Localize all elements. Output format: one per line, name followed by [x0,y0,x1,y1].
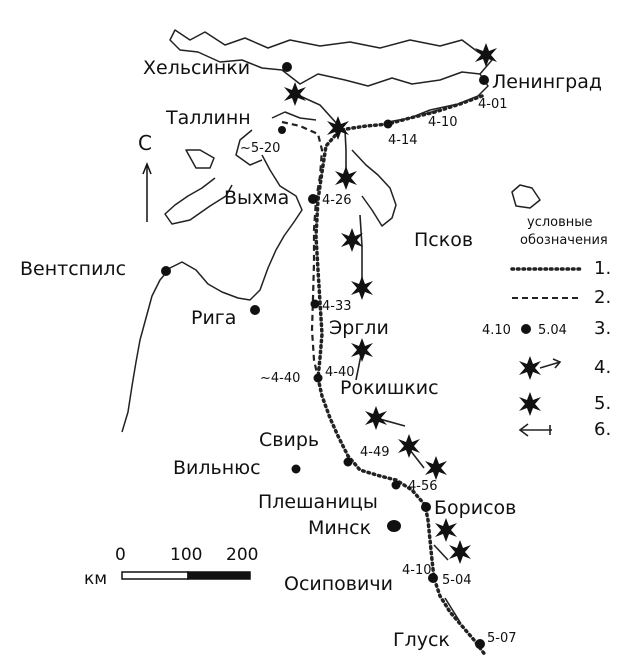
code-4-33: 4-33 [322,299,352,314]
label-svir: Свирь [259,429,319,451]
burst-icon [335,166,357,190]
north-label: С [138,131,152,155]
label-tallinn: Таллинн [165,107,251,129]
city-dots [161,62,489,649]
label-vyhma: Выхма [224,187,289,209]
city-dot-4-14 [383,119,393,129]
legend: условные обозначения 1. 2. 4.10 5.04 3. … [482,215,611,440]
city-dot-glusk [475,639,485,649]
code-4-10-low: 4-10 [402,563,432,578]
legend-num-1: 1. [594,258,611,279]
label-riga: Рига [191,307,236,329]
city-labels: Хельсинки Ленинград Таллинн Выхма Вентсп… [20,57,602,651]
burst-icon [449,540,471,564]
legend-burst-arrow-icon [519,356,541,380]
label-glusk: Глуск [393,629,450,651]
code-4-56: 4-56 [408,479,438,494]
city-dot-borisov [421,502,431,512]
legend-num-2: 2. [594,287,611,308]
label-pleshanitsy: Плешаницы [258,491,378,513]
code-5-04: 5-04 [442,573,472,588]
route-dotted [314,94,488,658]
label-osipovichi: Осиповичи [284,573,393,595]
time-codes: 4-01 4-10 4-14 ~5-20 4-26 4-33 ~4-40 4-4… [240,97,517,646]
legend-value-left: 4.10 [482,323,511,338]
burst-icon [351,276,373,300]
code-4-26: 4-26 [322,193,352,208]
city-dot-leningrad [479,75,489,85]
legend-burst-icon [519,392,541,416]
code-4-40-left: ~4-40 [260,371,300,386]
burst-icon [398,434,420,458]
code-4-10-top: 4-10 [428,115,458,130]
city-dot-vilnius [291,464,301,474]
legend-title-line2: обозначения [520,233,608,248]
city-dot-vyhma [308,194,318,204]
code-4-40-right: 4-40 [325,365,355,380]
burst-icon [351,338,373,362]
city-dot-osipovichi [428,573,438,583]
city-dot-riga [250,305,260,315]
code-4-14: 4-14 [388,133,418,148]
label-vilnius: Вильнюс [173,457,261,479]
scale-tick-0: 0 [115,545,126,565]
north-arrow: С [138,131,152,222]
scale-tick-200: 200 [226,545,258,565]
city-dot-4-33 [310,299,320,309]
burst-icon [365,406,387,430]
label-minsk: Минск [308,517,371,539]
burst-icon [425,456,447,480]
city-dot-ventspils [161,266,171,276]
city-dot-helsinki [282,62,292,72]
burst-icon [284,82,306,106]
burst-icon [435,518,457,542]
label-rokiskis: Рокишкис [340,377,439,399]
legend-num-4: 4. [594,357,611,378]
trajectory-arrows [299,95,461,623]
city-dot-4-40 [313,373,323,383]
city-dot-svir [343,457,353,467]
label-leningrad: Ленинград [492,71,602,93]
label-helsinki: Хельсинки [143,57,250,79]
route-dashed [281,120,324,379]
legend-num-5: 5. [594,393,611,414]
code-4-01: 4-01 [478,97,508,112]
city-dot-pleshanitsy [391,480,401,490]
code-5-07: 5-07 [487,631,517,646]
city-dot-minsk [387,520,401,532]
burst-icon [475,43,497,67]
label-borisov: Борисов [434,497,516,519]
code-5-20: ~5-20 [240,141,280,156]
label-pskov: Псков [414,229,473,251]
label-ventspils: Вентспилс [20,258,126,280]
city-dot-tallinn [278,126,286,134]
scale-tick-100: 100 [170,545,202,565]
legend-num-3: 3. [594,318,611,339]
legend-symbol-dot [521,324,531,334]
scale-unit: км [84,569,107,589]
coastline [121,29,541,433]
label-ergli: Эргли [329,317,389,339]
scale-bar: 0 100 200 км [84,545,258,589]
legend-num-6: 6. [594,419,611,440]
legend-title-line1: условные [527,215,593,230]
legend-value-right: 5.04 [538,323,567,338]
code-4-49: 4-49 [360,445,390,460]
burst-icon [341,228,363,252]
